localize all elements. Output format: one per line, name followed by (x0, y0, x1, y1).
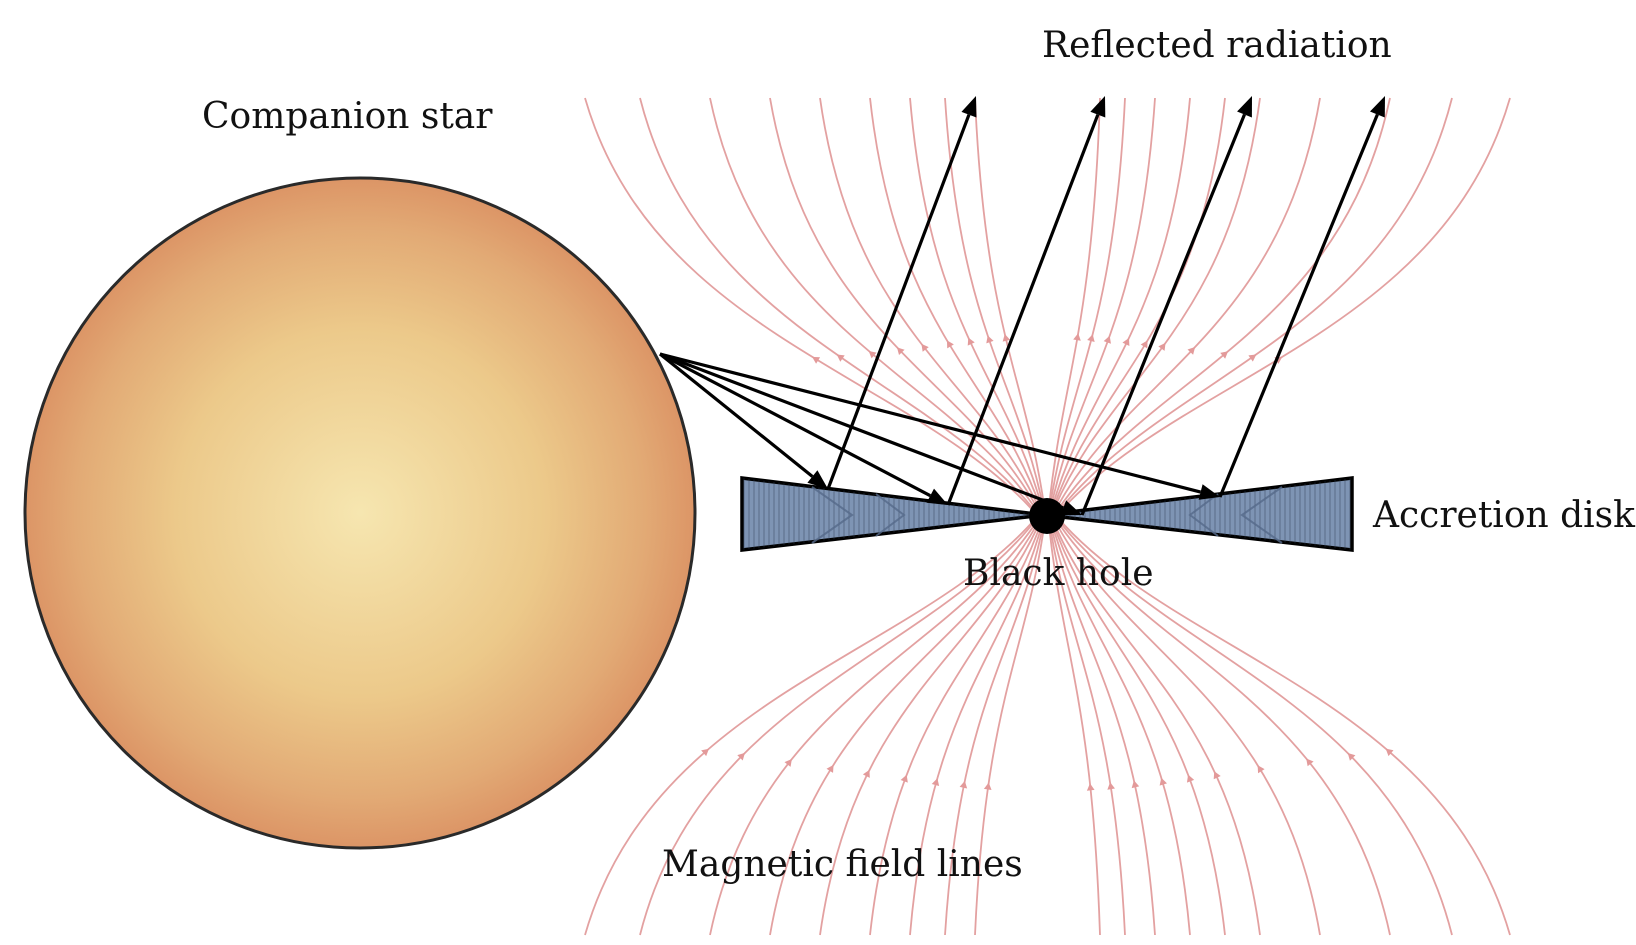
incident-ray-head (807, 470, 828, 489)
field-line-arrow (1347, 753, 1356, 761)
field-line-arrow (1131, 780, 1140, 789)
field-line-arrow (826, 764, 834, 773)
field-line-arrow (900, 774, 908, 783)
companion-star (23, 176, 697, 850)
reflected-ray-head (961, 96, 977, 118)
field-line-arrow (1385, 748, 1394, 757)
field-line-arrow (1002, 333, 1011, 342)
reflected-ray (1218, 113, 1379, 498)
incident-ray (659, 352, 932, 498)
field-line-arrow (1306, 758, 1314, 767)
field-line-arrow (1158, 342, 1166, 351)
field-line-arrow (1220, 351, 1229, 359)
field-line-arrow (896, 347, 905, 356)
field-line-arrow (959, 780, 968, 789)
field-line-arrow (737, 752, 745, 761)
incident-ray-head (926, 488, 948, 505)
field-line-arrow (1086, 783, 1095, 791)
reflected-ray (1080, 113, 1246, 516)
label-reflected-radiation: Reflected radiation (1042, 25, 1392, 66)
reflected-ray-head (1237, 96, 1252, 118)
field-line-arrow (1103, 335, 1111, 344)
field-line-arrow (1187, 347, 1196, 355)
label-companion-star: Companion star (202, 96, 493, 137)
label-accretion-disk: Accretion disk (1372, 495, 1636, 536)
disk-chevrons (811, 486, 1283, 544)
field-line-arrow (1159, 777, 1167, 786)
field-line-arrow (1140, 340, 1148, 349)
field-line-arrow (812, 356, 821, 364)
field-line-arrow (868, 350, 877, 359)
field-line-arrow (1087, 334, 1095, 342)
field-line-arrow (1248, 354, 1257, 362)
incident-ray-head (1060, 500, 1082, 516)
reflected-ray-head (1090, 96, 1106, 118)
field-line-arrow (701, 748, 709, 757)
field-line-arrow (1073, 333, 1081, 341)
label-black-hole: Black hole (963, 553, 1154, 594)
label-magnetic-field-lines: Magnetic field lines (662, 844, 1023, 885)
field-line-arrow (983, 782, 992, 791)
black-hole (1029, 498, 1065, 534)
field-line-arrow (1257, 765, 1265, 774)
field-line-arrow (1107, 782, 1115, 790)
field-line-arrow (967, 337, 975, 346)
incident-ray (658, 352, 814, 478)
field-line-arrow (921, 343, 929, 352)
incident-ray (659, 352, 1202, 494)
field-line-arrow (1213, 771, 1221, 780)
field-line-arrow (1122, 338, 1130, 346)
incident-ray-head (1198, 484, 1220, 500)
field-line-arrow (1186, 774, 1195, 783)
field-line-arrow (931, 778, 940, 787)
field-line-arrow (836, 354, 845, 362)
reflected-ray-head (1369, 96, 1385, 118)
reflected-ray (826, 114, 971, 490)
field-line-arrow (986, 335, 994, 344)
accretion-disk-left-wing (740, 476, 1045, 552)
field-line-arrow (784, 759, 792, 767)
reflected-ray (946, 114, 1100, 506)
incident-ray (659, 352, 1064, 510)
field-line-arrow (862, 769, 870, 778)
radiation-rays-group (658, 96, 1385, 516)
field-line-arrow (946, 340, 954, 349)
